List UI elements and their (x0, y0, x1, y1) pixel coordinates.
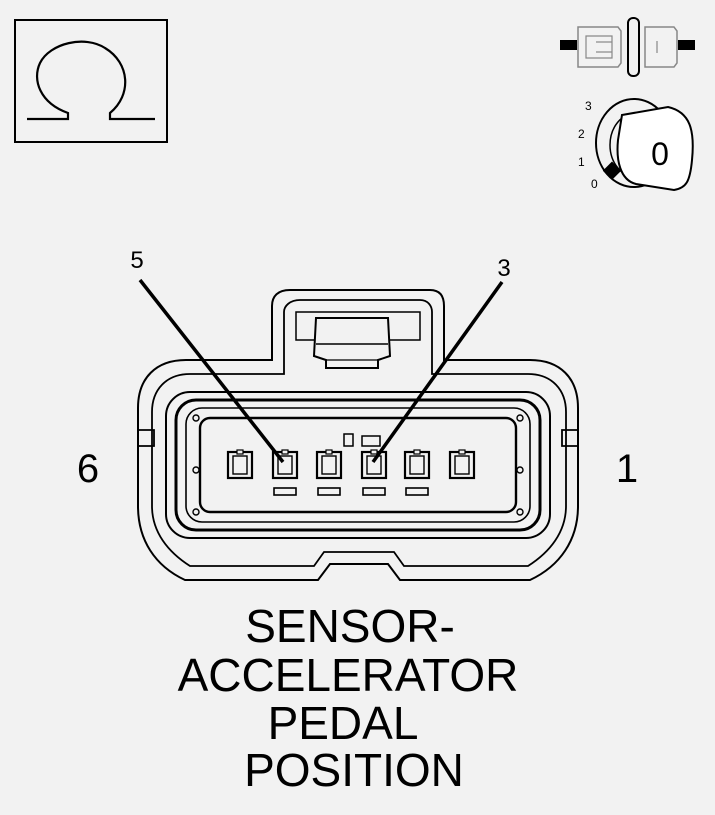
terminal-cavity (403, 449, 431, 480)
terminal-lock-tab (317, 487, 341, 496)
callout-leaders (138, 278, 504, 464)
ohm-meter-icon (14, 19, 168, 143)
terminal-cavity (315, 449, 343, 480)
callout-label-pin-3: 3 (497, 255, 510, 282)
key-position-3: 3 (585, 99, 592, 113)
end-label-left: 6 (77, 447, 99, 491)
callout-leader-pin-5 (138, 278, 285, 464)
key-position-2: 2 (578, 127, 585, 141)
terminal-lock-tab (273, 487, 297, 496)
ignition-key-icon: 3 2 1 0 0 (578, 98, 694, 192)
component-title: SENSOR- ACCELERATOR PEDAL POSITION (178, 600, 519, 796)
title-line-1: SENSOR- (245, 600, 455, 652)
terminal-cavity (271, 449, 299, 480)
terminal-lock-tab (362, 487, 386, 496)
title-line-4: POSITION (244, 744, 464, 796)
callout-label-pin-5: 5 (130, 247, 143, 274)
terminal-cavity (448, 449, 476, 480)
callout-leader-pin-3 (371, 280, 504, 464)
terminal-lock-tab (405, 487, 429, 496)
title-line-2: ACCELERATOR (178, 649, 519, 701)
terminal-cavities (226, 449, 476, 496)
terminal-cavity (360, 449, 388, 480)
key-position-1: 1 (578, 155, 585, 169)
terminal-cavity (226, 449, 254, 480)
connector-disconnected-icon (560, 17, 695, 77)
key-position-0: 0 (591, 177, 598, 191)
title-line-3: PEDAL (268, 697, 419, 749)
current-key-position: 0 (651, 136, 669, 172)
connector-body (137, 289, 579, 581)
end-label-right: 1 (616, 447, 638, 491)
